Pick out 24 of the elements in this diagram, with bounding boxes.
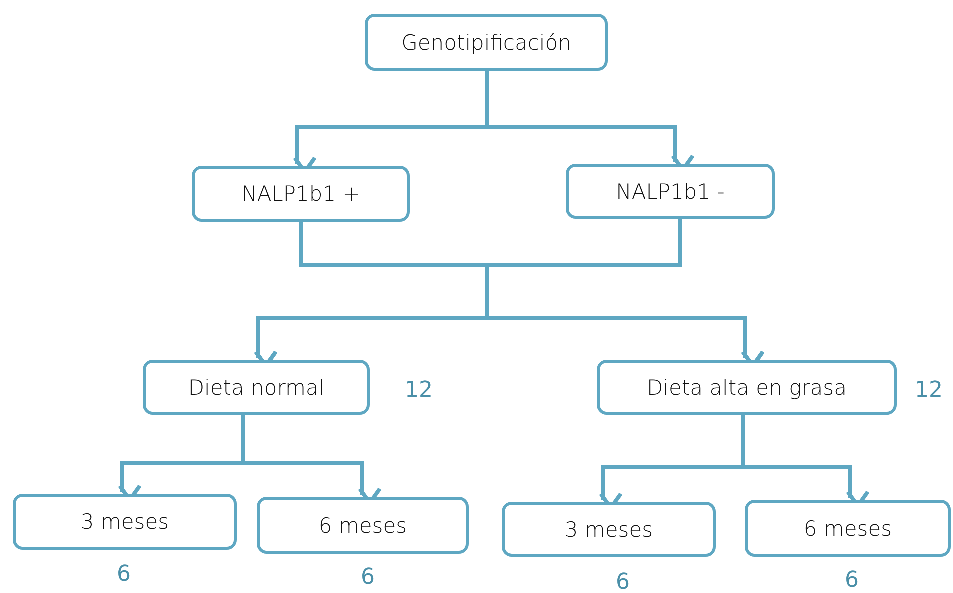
count-label: 6 bbox=[361, 565, 375, 590]
box-label: 6 meses bbox=[804, 516, 892, 540]
process-box bbox=[13, 494, 237, 550]
box-label: NALP1b1 - bbox=[616, 180, 725, 204]
count-label: 6 bbox=[117, 562, 131, 587]
process-box bbox=[192, 166, 410, 222]
process-box bbox=[566, 164, 775, 219]
box-label: Genotipificación bbox=[402, 30, 572, 54]
process-box bbox=[365, 14, 608, 71]
box-label: 6 meses bbox=[318, 514, 408, 538]
box-label: 3 meses bbox=[564, 518, 654, 542]
count-label: 12 bbox=[915, 378, 943, 403]
process-box bbox=[597, 360, 897, 415]
process-box bbox=[745, 500, 951, 557]
process-box bbox=[143, 360, 370, 415]
process-box bbox=[257, 497, 469, 554]
box-label: 3 meses bbox=[80, 510, 170, 534]
process-box bbox=[502, 502, 716, 557]
box-label: Dieta normal bbox=[188, 376, 325, 400]
box-label: Dieta alta en grasa bbox=[646, 376, 847, 400]
count-label: 12 bbox=[405, 378, 433, 403]
box-label: NALP1b1 + bbox=[242, 182, 360, 206]
count-label: 6 bbox=[845, 568, 859, 593]
count-label: 6 bbox=[616, 570, 630, 593]
